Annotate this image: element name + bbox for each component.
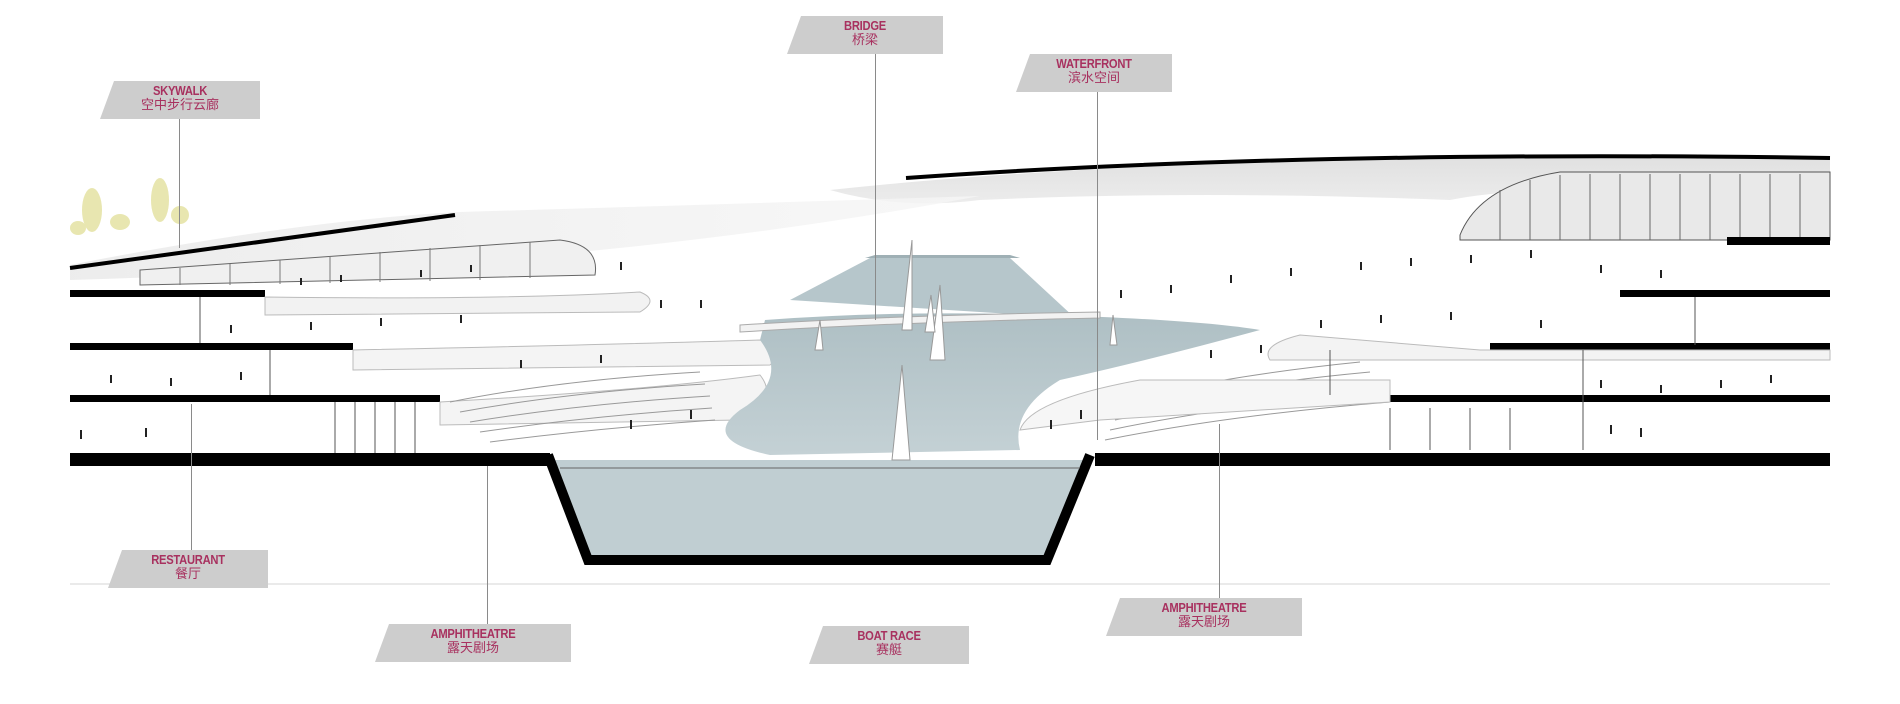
label-bridge-zh: 桥梁 — [851, 33, 878, 48]
left-roof-edge — [69, 213, 456, 270]
label-bridge-en: BRIDGE — [844, 18, 886, 33]
people — [80, 250, 1772, 439]
canal-walls — [543, 453, 1095, 565]
right-glass-wall — [1459, 171, 1831, 241]
label-boat-race-zh: 赛艇 — [875, 643, 902, 658]
right-floor-slabs — [1095, 237, 1830, 466]
label-amphitheatre-right-zh: 露天剧场 — [1177, 615, 1230, 630]
leader-amphitheatre-right — [1219, 424, 1220, 599]
label-restaurant: RESTAURANT 餐厅 — [108, 550, 268, 588]
label-skywalk: SKYWALK 空中步行云廊 — [100, 81, 260, 119]
trees — [70, 178, 189, 235]
bridge-deck — [739, 311, 1101, 333]
water-surface — [725, 313, 1260, 455]
canal-section — [555, 460, 1085, 557]
left-glass-wall — [139, 239, 597, 286]
leader-bridge — [875, 54, 876, 320]
left-floor-slabs — [70, 290, 550, 466]
roof-canopy-edge — [905, 154, 1831, 180]
leader-skywalk — [179, 118, 180, 248]
label-restaurant-zh: 餐厅 — [174, 567, 201, 582]
label-amphitheatre-right: AMPHITHEATRE 露天剧场 — [1106, 598, 1302, 636]
label-amphitheatre-left: AMPHITHEATRE 露天剧场 — [375, 624, 571, 662]
label-restaurant-en: RESTAURANT — [151, 552, 225, 567]
label-skywalk-zh: 空中步行云廊 — [140, 98, 219, 113]
label-amphitheatre-right-en: AMPHITHEATRE — [1161, 600, 1247, 615]
label-skywalk-en: SKYWALK — [152, 83, 208, 98]
label-amphitheatre-left-en: AMPHITHEATRE — [430, 626, 516, 641]
label-waterfront-en: WATERFRONT — [1056, 56, 1132, 71]
leader-waterfront — [1097, 92, 1098, 440]
label-boat-race-en: BOAT RACE — [857, 628, 921, 643]
leader-amphitheatre-left — [487, 466, 488, 626]
leader-restaurant — [191, 404, 192, 552]
label-bridge: BRIDGE 桥梁 — [787, 16, 943, 54]
label-waterfront: WATERFRONT 滨水空间 — [1016, 54, 1172, 92]
label-waterfront-zh: 滨水空间 — [1067, 71, 1120, 86]
label-amphitheatre-left-zh: 露天剧场 — [446, 641, 499, 656]
label-boat-race: BOAT RACE 赛艇 — [809, 626, 969, 664]
amphitheatre-steps-left — [449, 371, 716, 443]
sailboats — [814, 239, 1118, 461]
